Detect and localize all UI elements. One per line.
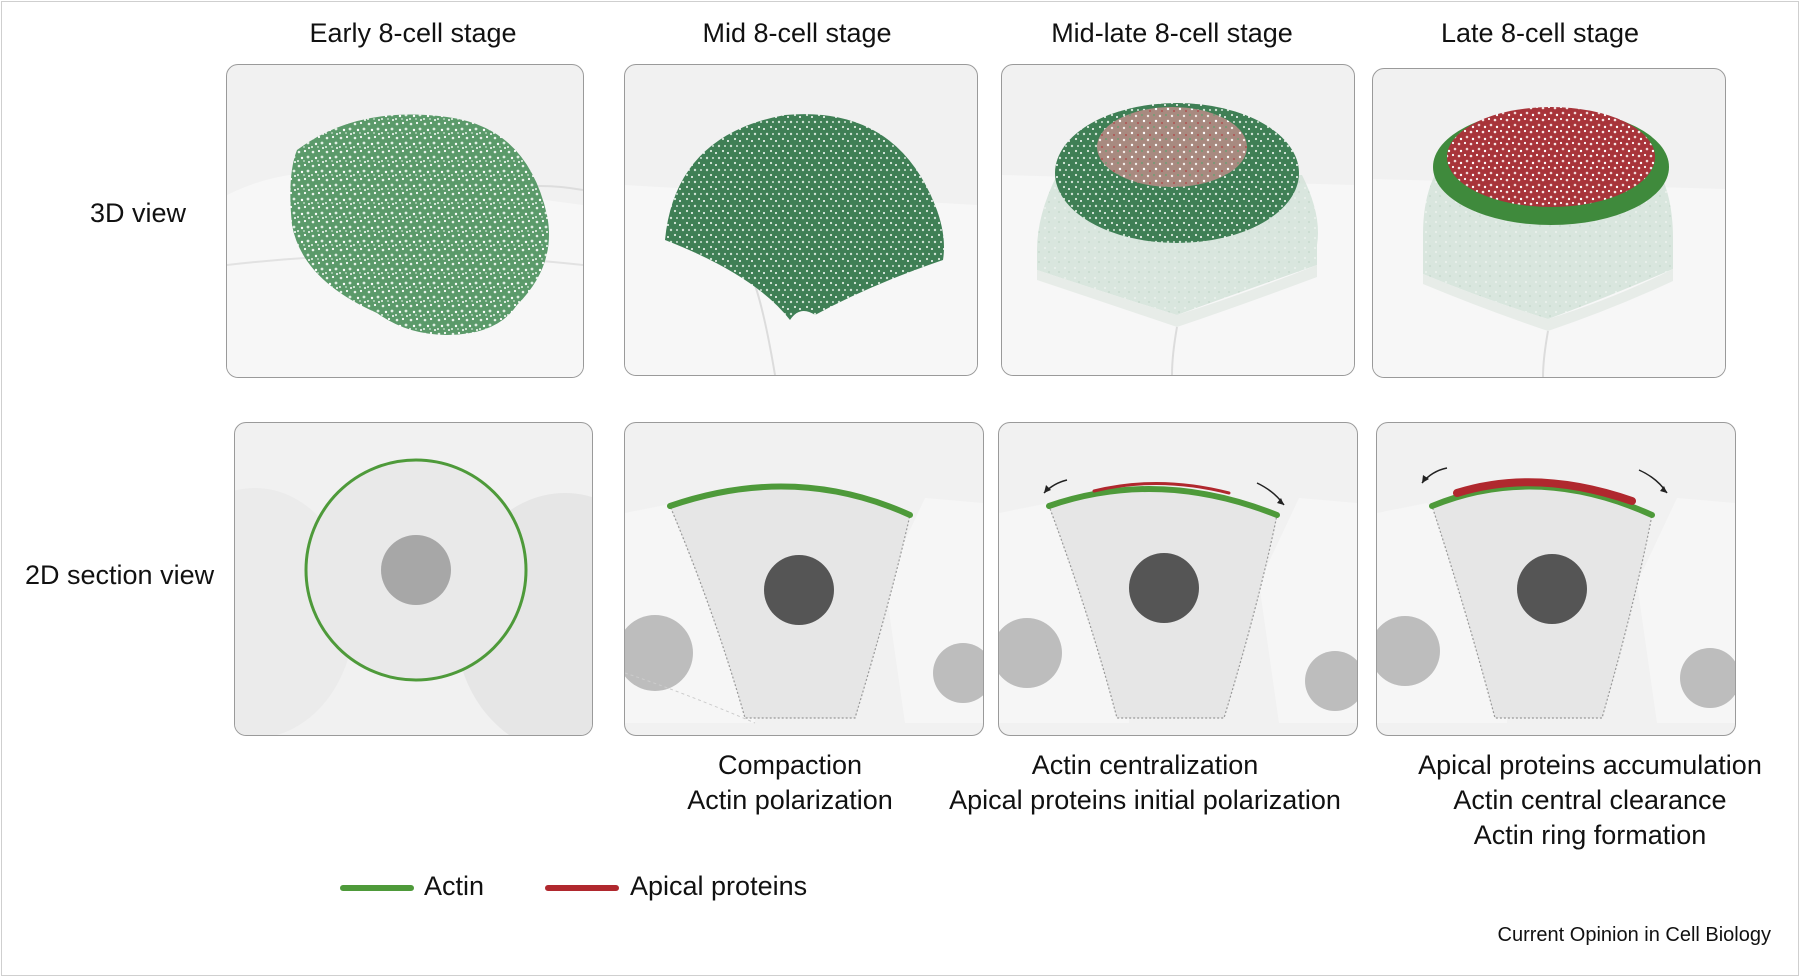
panel-2d-early: [234, 422, 593, 736]
caption-late-line3: Actin ring formation: [1473, 820, 1707, 850]
caption-mid: Compaction Actin polarization: [650, 748, 930, 818]
panel-3d-late: [1372, 68, 1726, 378]
caption-midlate-line2: Apical proteins initial polarization: [949, 785, 1341, 815]
caption-midlate-line1: Actin centralization: [1031, 750, 1259, 780]
apical-patch-midlate: [1097, 107, 1247, 187]
apical-arc-midlate: [1092, 482, 1231, 495]
panel-2d-mid: [624, 422, 984, 736]
row-label-3d: 3D view: [90, 198, 187, 228]
stage-title-early: Early 8-cell stage: [309, 18, 517, 48]
nucleus-early: [381, 535, 451, 605]
cell-surface-early: [290, 114, 549, 335]
caption-mid-line2: Actin polarization: [687, 785, 893, 815]
stage-title-mid: Mid 8-cell stage: [702, 18, 892, 48]
caption-late-line2: Actin central clearance: [1453, 785, 1727, 815]
stage-title-late: Late 8-cell stage: [1440, 18, 1640, 48]
legend-apical-label: Apical proteins: [630, 871, 808, 901]
actin-arc-midlate: [1046, 486, 1280, 518]
panel-3d-early: [226, 64, 584, 378]
panel-3d-midlate: [1001, 64, 1355, 376]
apical-patch-late: [1447, 107, 1655, 207]
nucleus-midlate: [1129, 553, 1199, 623]
legend-actin-swatch: [340, 885, 414, 891]
nucleus-late: [1517, 554, 1587, 624]
cell-surface-mid: [665, 114, 944, 320]
panel-2d-late: [1376, 422, 1736, 736]
actin-arc-mid: [667, 483, 913, 518]
credit-text: Current Opinion in Cell Biology: [1497, 924, 1771, 946]
row-label-2d: 2D section view: [25, 560, 215, 590]
apical-arc-late: [1453, 478, 1636, 505]
panel-3d-mid: [624, 64, 978, 376]
legend-apical-swatch: [545, 885, 619, 891]
caption-mid-line1: Compaction: [717, 750, 863, 780]
stage-title-midlate: Mid-late 8-cell stage: [1051, 18, 1293, 48]
nucleus-mid: [764, 555, 834, 625]
caption-late-line1: Apical proteins accumulation: [1418, 750, 1762, 780]
caption-midlate: Actin centralization Apical proteins ini…: [925, 748, 1365, 818]
caption-late: Apical proteins accumulation Actin centr…: [1380, 748, 1800, 853]
legend-actin-label: Actin: [424, 871, 485, 901]
panel-2d-midlate: [998, 422, 1358, 736]
